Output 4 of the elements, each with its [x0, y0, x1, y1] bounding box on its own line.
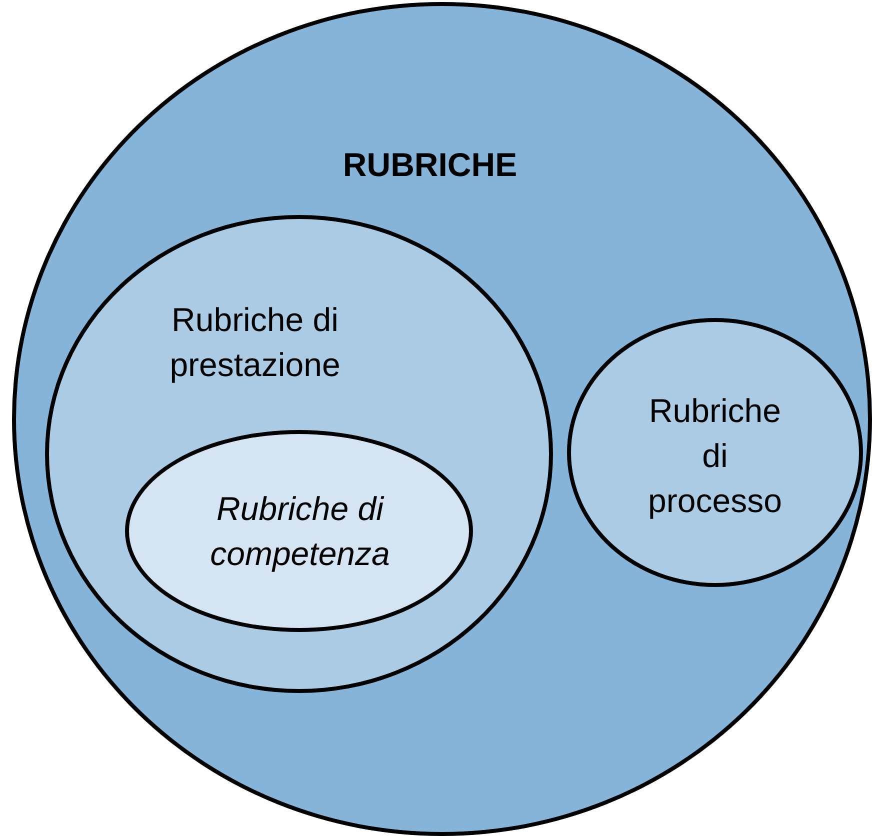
region-label: RUBRICHE	[342, 145, 518, 185]
region-label: Rubriche di processo	[647, 391, 783, 521]
region-label: Rubriche di prestazione	[168, 300, 342, 385]
region-label: Rubriche di competenza	[209, 489, 391, 574]
